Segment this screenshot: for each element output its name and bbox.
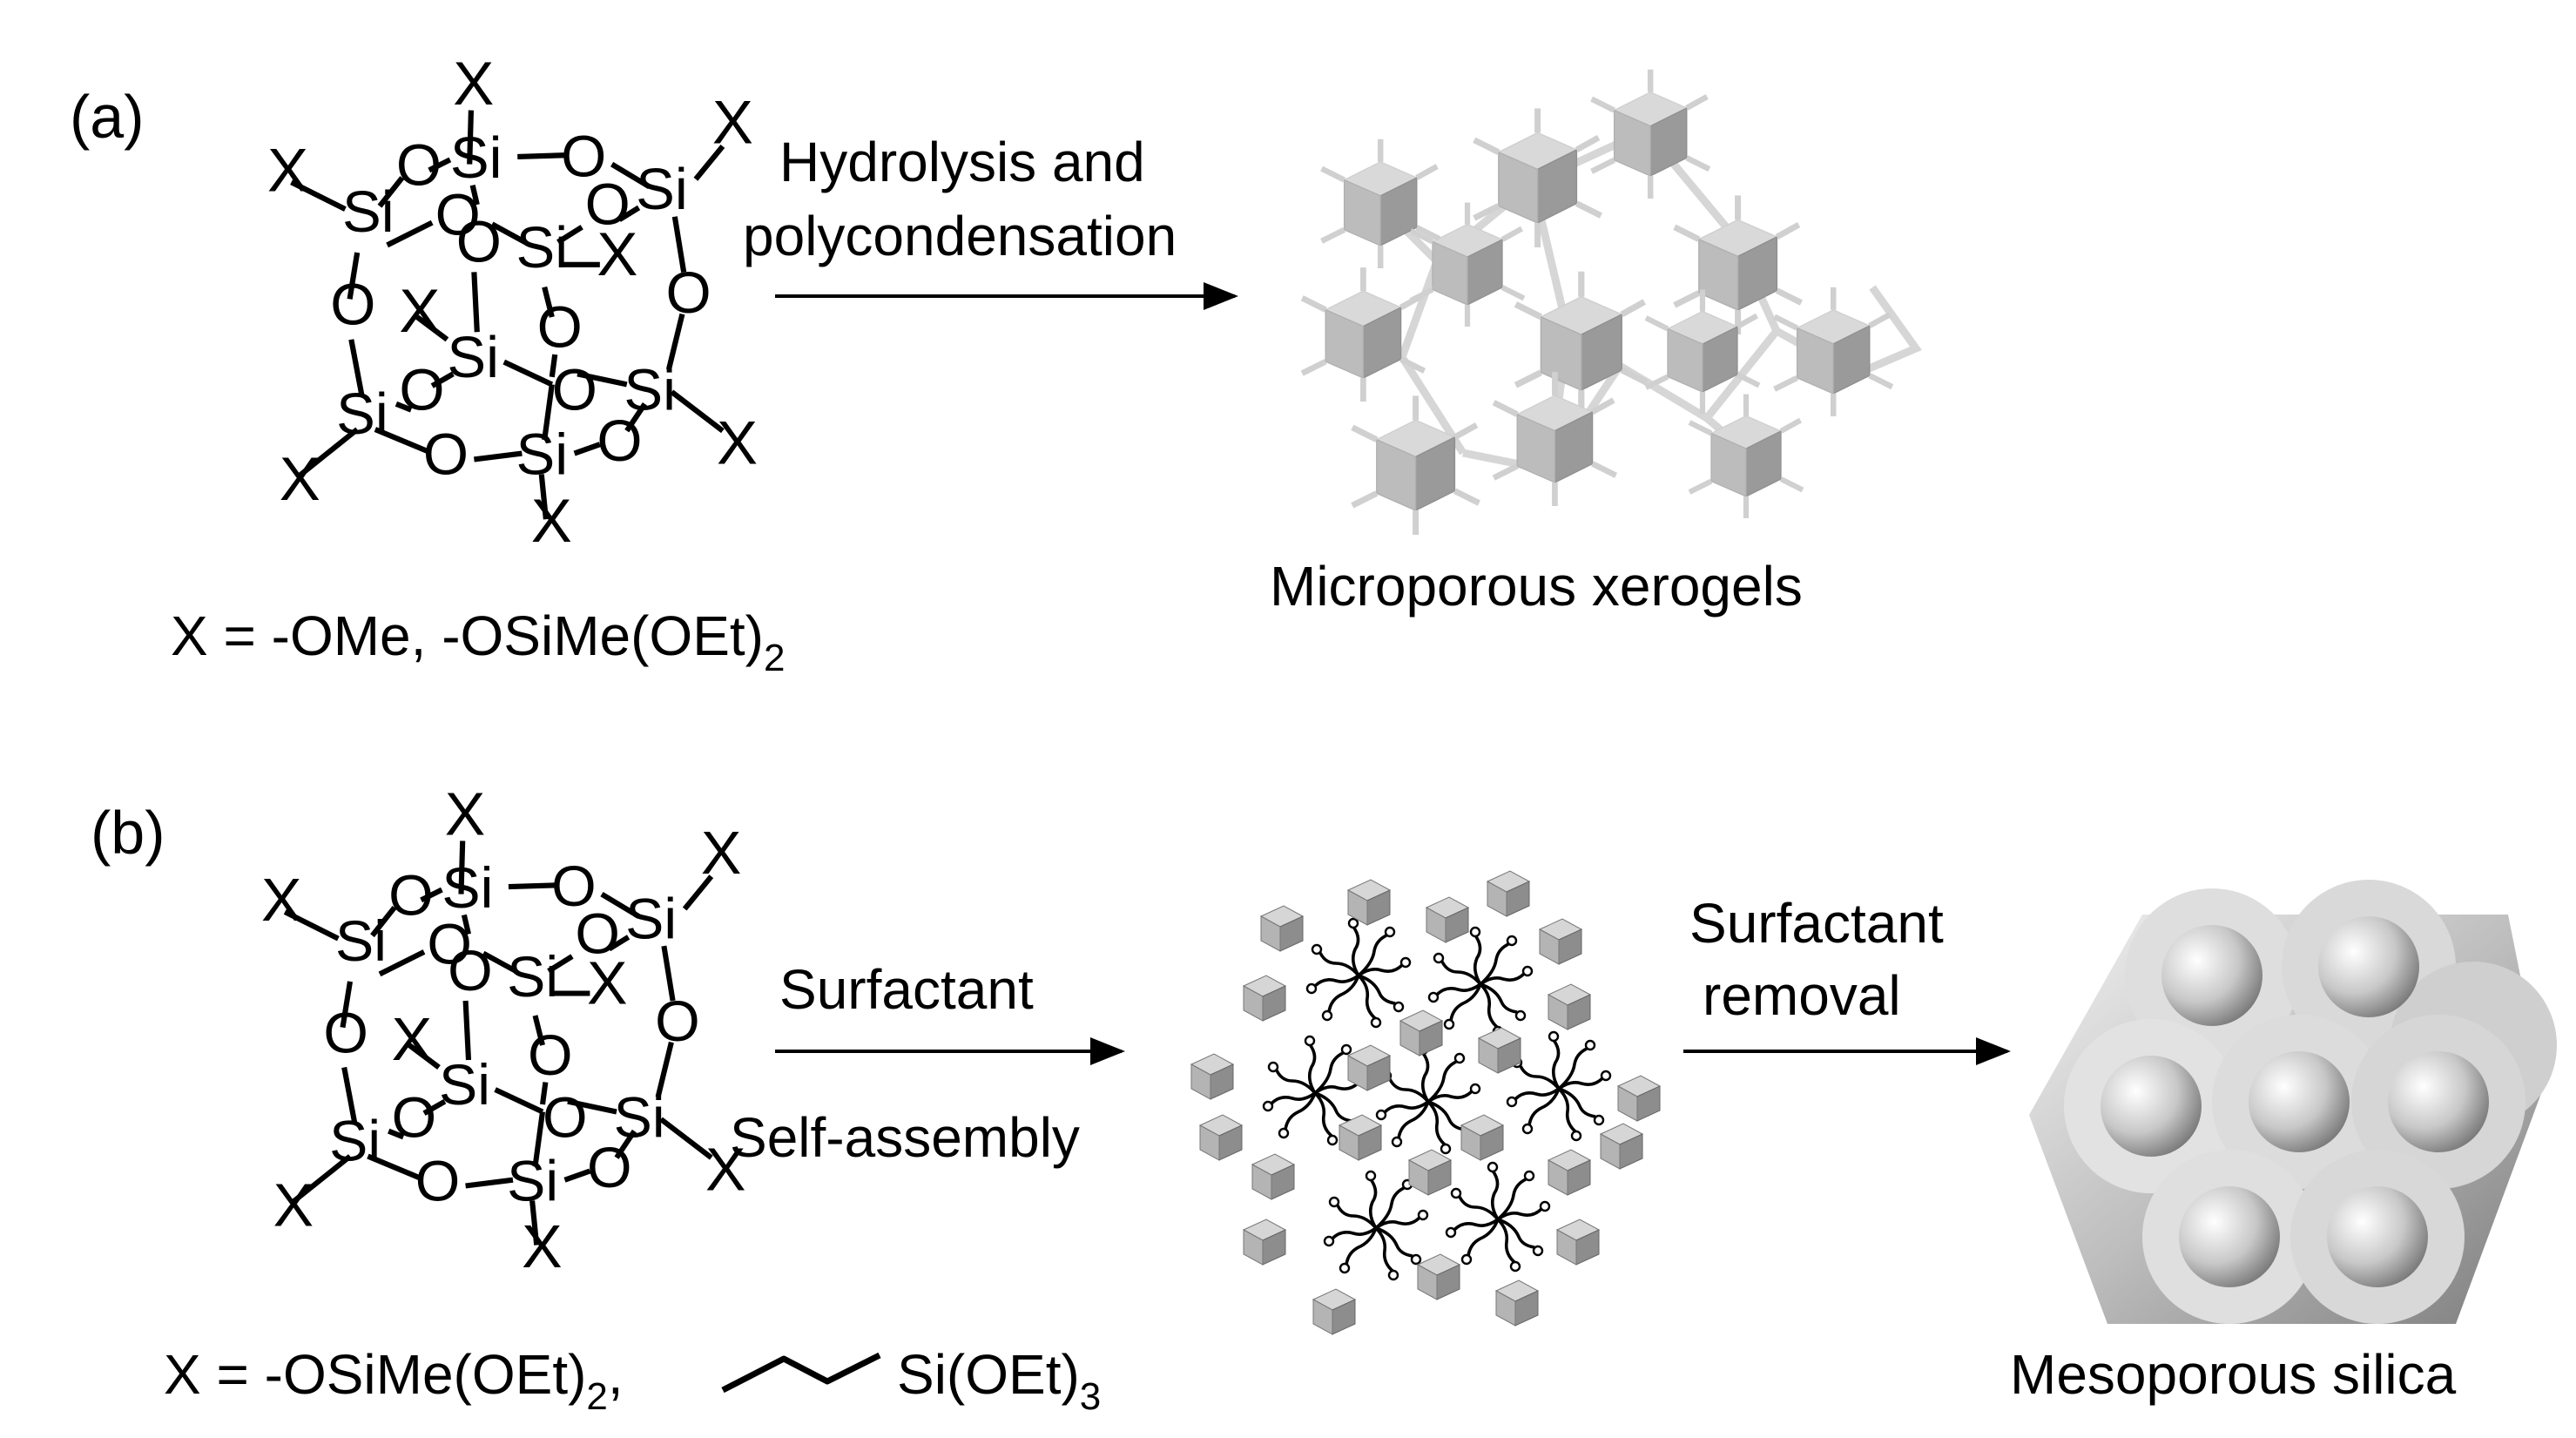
silica-cube <box>1399 1009 1443 1057</box>
xerogel-network <box>1302 70 1922 535</box>
arrow-label-polycondensation: polycondensation <box>743 205 1177 267</box>
silica-cube <box>1495 1279 1539 1327</box>
product-label-xerogels: Microporous xerogels <box>1270 555 1803 618</box>
surfactant-cluster <box>1323 1170 1429 1281</box>
pore <box>2388 1051 2489 1152</box>
pore <box>2249 1051 2350 1152</box>
silica-cube <box>1592 70 1709 199</box>
silica-cube <box>1251 1153 1295 1200</box>
surfactant-cluster <box>1427 926 1534 1037</box>
silica-cube <box>1775 287 1892 416</box>
silica-cube <box>1408 1149 1452 1196</box>
substituent-end-b: Si(OEt)3 <box>897 1343 1101 1418</box>
silsesquioxane-cage-a <box>267 49 758 555</box>
silica-cube <box>1515 272 1647 415</box>
pore <box>2101 1056 2202 1157</box>
micelle-assembly <box>1190 870 1661 1335</box>
pore <box>2327 1186 2428 1287</box>
substituent-definition-a: X = -OMe, -OSiMe(OEt)2 <box>171 604 785 679</box>
arrow-label-hydrolysis: Hydrolysis and <box>779 131 1145 193</box>
propyl-linker <box>721 1352 881 1394</box>
pore <box>2318 916 2419 1017</box>
silica-cube <box>1600 1123 1643 1170</box>
silica-cube <box>1352 395 1480 535</box>
silica-cube <box>1417 1253 1460 1300</box>
pore <box>2179 1186 2280 1287</box>
silica-cube <box>1548 983 1591 1030</box>
substituent-definition-b: X = -OSiMe(OEt)2, <box>164 1343 624 1418</box>
surfactant-cluster <box>1506 1030 1612 1142</box>
surfactant-cluster <box>1305 917 1412 1029</box>
silica-cube <box>1426 896 1469 943</box>
silica-cube <box>1302 267 1424 402</box>
silica-cube <box>1312 1288 1356 1335</box>
silica-cube <box>1339 1114 1382 1161</box>
arrow-label-self-assembly: Self-assembly <box>730 1106 1080 1169</box>
silica-cube <box>1243 1219 1286 1266</box>
silica-cube <box>1539 918 1582 965</box>
silica-cube <box>1556 1219 1600 1266</box>
arrow-label-surfactant: Surfactant <box>779 958 1034 1021</box>
panel-b-label: (b) <box>91 799 165 867</box>
silica-cube <box>1347 879 1391 926</box>
silica-cube <box>1548 1149 1591 1196</box>
product-label-mesoporous: Mesoporous silica <box>2010 1343 2457 1406</box>
silica-cube <box>1460 1114 1504 1161</box>
surfactant-cluster <box>1445 1161 1551 1273</box>
silsesquioxane-cage-b <box>261 780 745 1280</box>
silica-cube <box>1411 203 1524 327</box>
silica-cube <box>1243 975 1286 1022</box>
pore <box>2161 925 2262 1026</box>
arrow-label-surfactant-2: Surfactant <box>1689 892 1944 955</box>
silica-cube <box>1260 905 1304 952</box>
silica-cube <box>1199 1114 1243 1161</box>
silica-cube <box>1190 1053 1234 1100</box>
arrow-label-removal: removal <box>1703 964 1901 1027</box>
panel-a-label: (a) <box>70 83 145 151</box>
silica-cube <box>1617 1075 1661 1122</box>
mesoporous-bundle <box>2029 880 2557 1324</box>
panel-a: (a) X = -OMe, -OSiMe(OEt)2 Hydrolysis an… <box>70 49 1922 679</box>
silica-cube <box>1675 195 1802 334</box>
silica-cube <box>1347 1044 1391 1091</box>
silica-cube <box>1474 108 1602 247</box>
silica-cube <box>1487 870 1530 917</box>
panel-b: (b) X = -OSiMe(OEt)2, Si(OEt)3 Surfactan… <box>91 780 2557 1418</box>
